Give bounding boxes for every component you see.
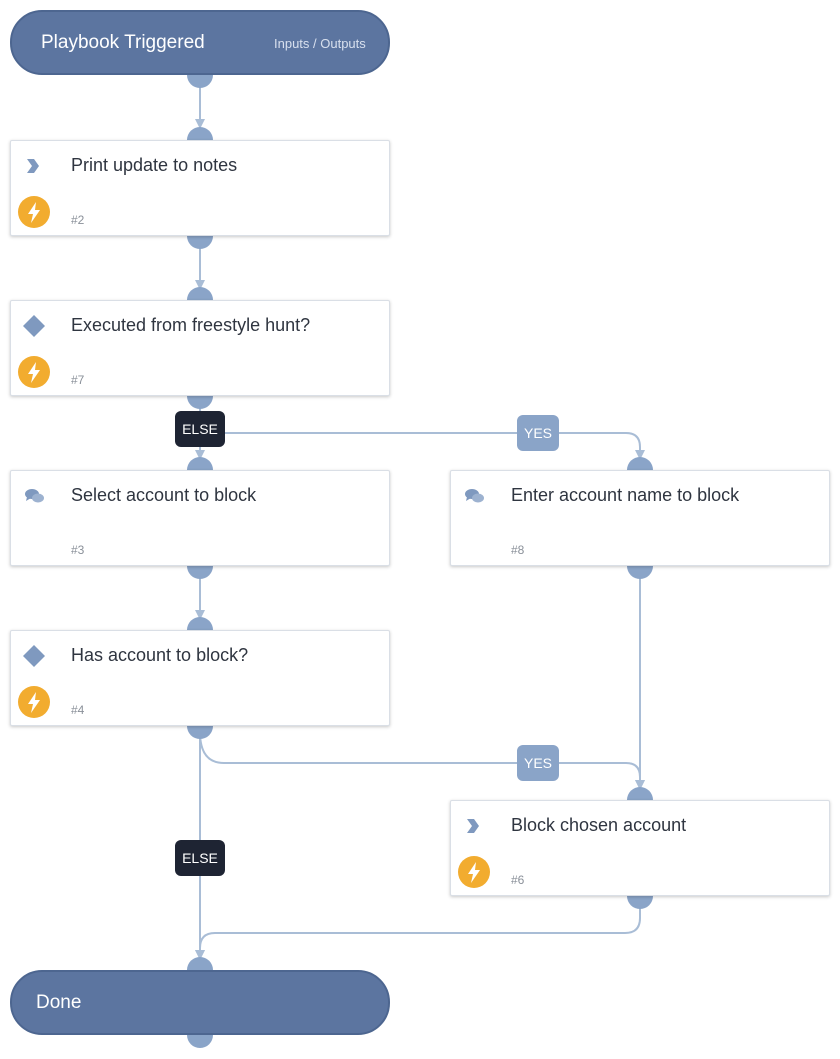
task-number: #2 — [71, 213, 85, 227]
automation-bolt-icon — [18, 686, 50, 718]
output-port[interactable] — [187, 566, 213, 579]
task-has-account-to-block[interactable]: Has account to block? #4 — [10, 630, 390, 726]
task-name: Print update to notes — [71, 155, 238, 175]
automation-bolt-icon — [18, 356, 50, 388]
input-port[interactable] — [627, 457, 653, 470]
output-port[interactable] — [187, 1035, 213, 1048]
playbook-triggered-node[interactable]: Playbook Triggered Inputs / Outputs — [10, 10, 390, 75]
output-port[interactable] — [627, 896, 653, 909]
task-select-account-to-block[interactable]: Select account to block #3 — [10, 470, 390, 566]
task-number: #8 — [511, 543, 525, 557]
edge-block-to-done — [195, 900, 641, 960]
task-number: #6 — [511, 873, 525, 887]
output-port[interactable] — [627, 566, 653, 579]
edge-has-yes-to-block — [199, 731, 645, 790]
condition-diamond-icon — [23, 315, 45, 337]
task-name: Has account to block? — [71, 645, 249, 665]
output-port[interactable] — [187, 236, 213, 249]
branch-yes-label: YES — [517, 415, 559, 451]
output-port[interactable] — [187, 396, 213, 409]
task-name: Select account to block — [71, 485, 257, 505]
condition-diamond-icon — [23, 645, 45, 667]
input-port[interactable] — [187, 957, 213, 970]
command-icon — [27, 159, 39, 173]
task-block-chosen-account[interactable]: Block chosen account #6 — [450, 800, 830, 896]
start-title: Playbook Triggered — [41, 32, 205, 53]
chat-bubbles-icon — [465, 489, 484, 503]
task-name: Executed from freestyle hunt? — [71, 315, 311, 335]
end-title: Done — [36, 992, 82, 1013]
task-number: #7 — [71, 373, 85, 387]
task-number: #4 — [71, 703, 85, 717]
task-name: Block chosen account — [511, 815, 687, 835]
inputs-outputs-link[interactable]: Inputs / Outputs — [274, 36, 366, 51]
output-port[interactable] — [187, 75, 213, 88]
task-executed-from-freestyle-hunt[interactable]: Executed from freestyle hunt? #7 — [10, 300, 390, 396]
input-port[interactable] — [187, 617, 213, 630]
input-port[interactable] — [187, 287, 213, 300]
task-number: #3 — [71, 543, 85, 557]
task-name: Enter account name to block — [511, 485, 740, 505]
automation-bolt-icon — [458, 856, 490, 888]
chat-bubbles-icon — [25, 489, 44, 503]
done-node[interactable]: Done — [10, 970, 390, 1035]
command-icon — [467, 819, 479, 833]
task-print-update-to-notes[interactable]: Print update to notes #2 — [10, 140, 390, 236]
input-port[interactable] — [187, 457, 213, 470]
branch-else-label: ELSE — [175, 411, 225, 447]
branch-else-label: ELSE — [175, 840, 225, 876]
branch-yes-label: YES — [517, 745, 559, 781]
output-port[interactable] — [187, 726, 213, 739]
input-port[interactable] — [187, 127, 213, 140]
input-port[interactable] — [627, 787, 653, 800]
automation-bolt-icon — [18, 196, 50, 228]
edge-freestyle-yes-to-enter — [199, 407, 645, 460]
task-enter-account-name-to-block[interactable]: Enter account name to block #8 — [450, 470, 830, 566]
